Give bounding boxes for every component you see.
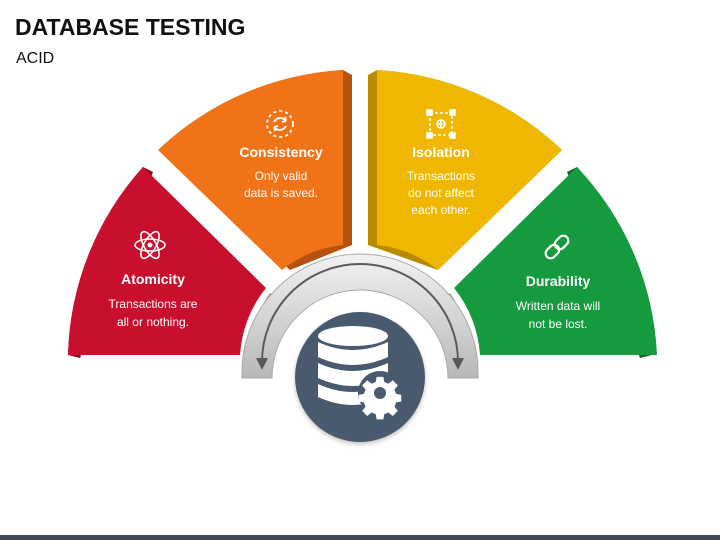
- database-gear-icon: [318, 326, 402, 420]
- cycle-icon: [266, 110, 294, 138]
- network-icon: [426, 109, 456, 139]
- segment-isolation-desc-line3: each other.: [411, 203, 470, 217]
- page-title: DATABASE TESTING: [15, 14, 246, 40]
- segment-durability-desc-line2: not be lost.: [529, 317, 588, 331]
- segment-consistency-title: Consistency: [239, 144, 322, 160]
- hub-arc-band: [241, 253, 479, 379]
- link-icon: [544, 234, 570, 260]
- hub: [295, 312, 425, 442]
- segment-isolation-desc-line2: do not affect: [408, 186, 474, 200]
- segment-atomicity-shape: [68, 167, 266, 355]
- segment-atomicity-desc-line1: Transactions are: [109, 297, 198, 311]
- segment-durability-title: Durability: [526, 273, 591, 289]
- segment-consistency-desc-line1: Only valid: [255, 169, 308, 183]
- segment-isolation-desc-line1: Transactions: [407, 169, 475, 183]
- arrow-left-icon: [256, 358, 268, 370]
- atom-icon: [134, 230, 166, 260]
- segment-durability: Durability Written data will not be lost…: [442, 167, 657, 358]
- segment-consistency-shape: [158, 70, 343, 270]
- segment-isolation-shape: [377, 70, 562, 270]
- page-subtitle: ACID: [16, 50, 55, 67]
- segment-durability-desc-line1: Written data will: [516, 299, 600, 313]
- segment-atomicity-desc-line2: all or nothing.: [117, 315, 189, 329]
- segment-atomicity: Atomicity Transactions are all or nothin…: [68, 167, 278, 358]
- segment-consistency: Consistency Only valid data is saved.: [158, 70, 352, 270]
- segment-atomicity-title: Atomicity: [121, 271, 185, 287]
- segment-durability-shape: [454, 167, 657, 355]
- segment-isolation: Isolation Transactions do not affect eac…: [368, 70, 562, 270]
- segment-consistency-desc-line2: data is saved.: [244, 186, 318, 200]
- arrow-right-icon: [452, 358, 464, 370]
- hub-arc-path: [261, 263, 459, 363]
- bottom-bar: [0, 535, 720, 540]
- hub-arc: [241, 253, 479, 379]
- segment-isolation-title: Isolation: [412, 144, 470, 160]
